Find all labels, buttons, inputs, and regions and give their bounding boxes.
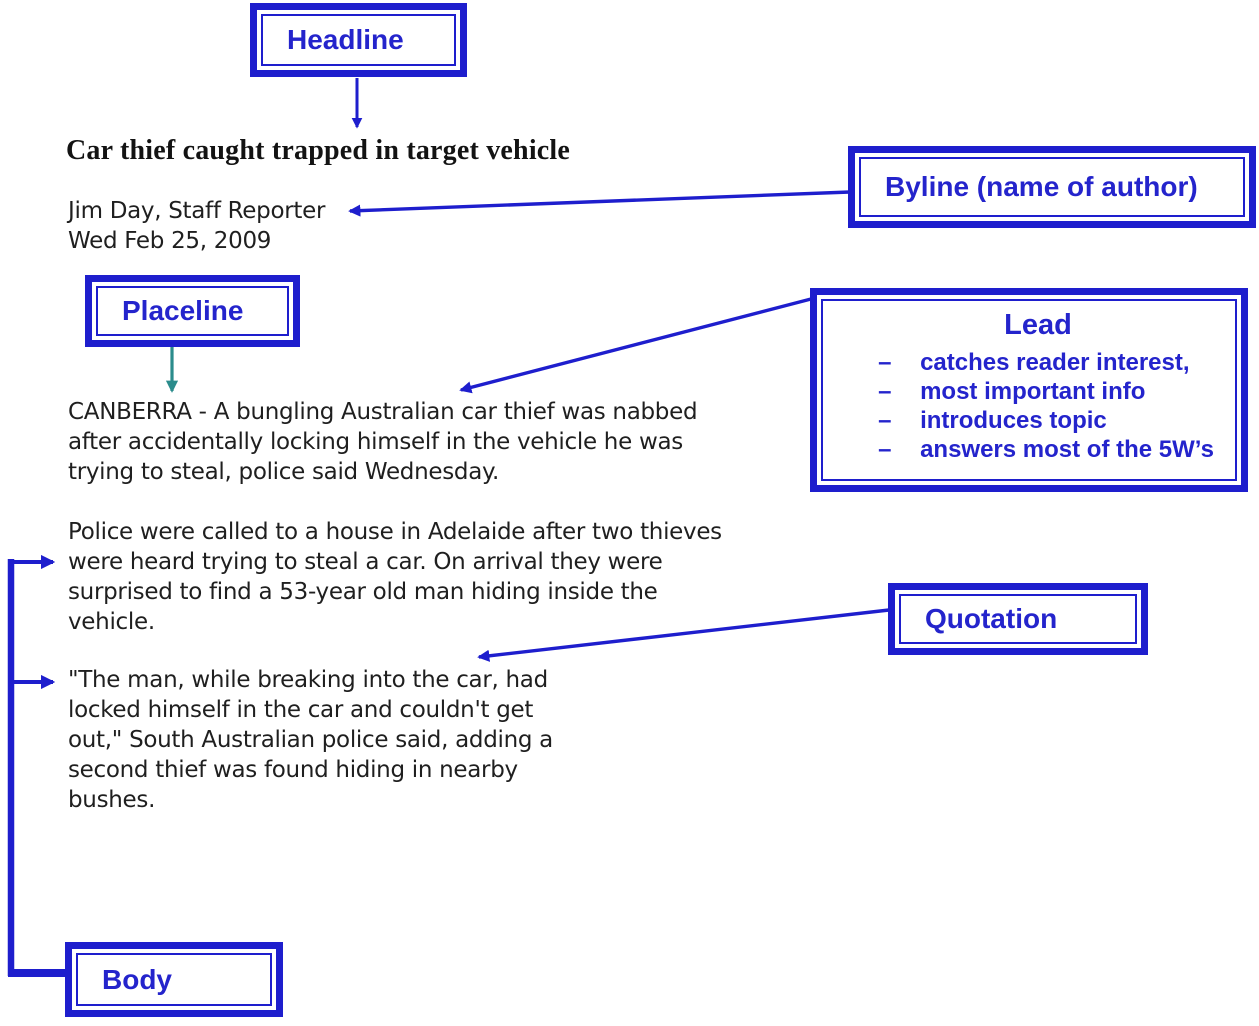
byline-label: Byline (name of author) [859, 157, 1245, 217]
quotation-arrow [477, 608, 890, 662]
byline-arrow [348, 190, 851, 217]
article-quotation-paragraph: "The man, while breaking into the car, h… [68, 667, 553, 813]
dash-bullet-marker: – [878, 436, 892, 463]
quotation-label-box: Quotation [888, 583, 1148, 655]
article-headline: Car thief caught trapped in target vehic… [66, 135, 571, 166]
lead-bullet-text: most important info [920, 378, 1146, 405]
quotation-label: Quotation [899, 594, 1137, 644]
lead-bullet-text: answers most of the 5W’s [920, 436, 1214, 463]
headline-label: Headline [261, 14, 456, 66]
dash-bullet-marker: – [878, 407, 892, 434]
lead-bullet-text: introduces topic [920, 407, 1107, 434]
article-body-paragraph: Police were called to a house in Adelaid… [68, 519, 722, 635]
byline-label-box: Byline (name of author) [848, 146, 1256, 228]
article-byline: Jim Day, Staff Reporter Wed Feb 25, 2009 [68, 198, 326, 254]
lead-bullet-list: – catches reader interest, – most import… [862, 348, 1214, 464]
lead-title: Lead [1004, 309, 1072, 341]
body-label: Body [76, 953, 272, 1006]
body-label-box: Body [65, 942, 283, 1017]
lead-arrow [459, 297, 812, 394]
lead-bullet-item: – introduces topic [862, 406, 1214, 435]
lead-bullet-item: – most important info [862, 377, 1214, 406]
lead-label-box: Lead – catches reader interest, – most i… [810, 288, 1248, 492]
placeline-label: Placeline [96, 286, 289, 336]
placeline-label-box: Placeline [85, 275, 300, 347]
headline-label-box: Headline [250, 3, 467, 77]
lead-box-content: Lead – catches reader interest, – most i… [821, 299, 1237, 481]
dash-bullet-marker: – [878, 378, 892, 405]
article-lead-paragraph: CANBERRA - A bungling Australian car thi… [68, 399, 698, 485]
lead-bullet-item: – catches reader interest, [862, 348, 1214, 377]
lead-bullet-item: – answers most of the 5W’s [862, 435, 1214, 464]
dash-bullet-marker: – [878, 349, 892, 376]
lead-bullet-text: catches reader interest, [920, 349, 1190, 376]
